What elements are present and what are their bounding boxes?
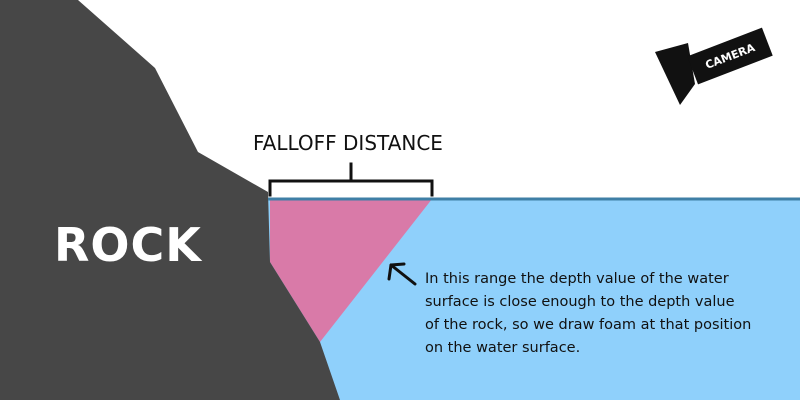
- note-line: of the rock, so we draw foam at that pos…: [425, 317, 752, 333]
- note-line: surface is close enough to the depth val…: [425, 294, 735, 310]
- rock: [0, 0, 340, 400]
- bracket-icon: [268, 162, 434, 197]
- note-line: on the water surface.: [425, 340, 581, 356]
- arrow-icon: [387, 262, 417, 286]
- rock-label: ROCK: [54, 218, 202, 272]
- foam-region: [270, 199, 432, 342]
- water-body: [268, 199, 800, 400]
- explanation-note: In this range the depth value of the wat…: [425, 268, 785, 360]
- camera-icon: CAMERA: [655, 27, 773, 105]
- note-line: In this range the depth value of the wat…: [425, 271, 729, 287]
- falloff-distance-label: FALLOFF DISTANCE: [253, 131, 443, 155]
